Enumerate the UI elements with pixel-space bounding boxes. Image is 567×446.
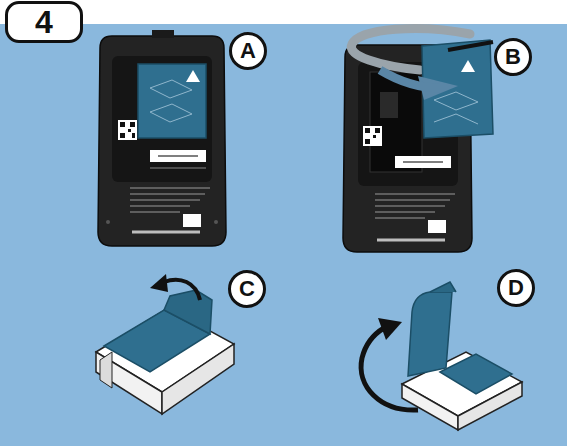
battery-d-part xyxy=(402,384,458,430)
battery-d xyxy=(402,282,522,430)
battery-cover-b-part xyxy=(434,92,478,124)
printer-back-b-part xyxy=(395,156,451,168)
rotation-arrow-shaft xyxy=(380,70,440,88)
printer-back-b-part xyxy=(380,92,398,118)
panel-background xyxy=(0,24,567,446)
lift-arrow-d-part xyxy=(378,318,402,340)
printer-back-b-part xyxy=(365,128,380,144)
printer-back-a-part xyxy=(98,36,226,246)
battery-c-part xyxy=(164,290,212,334)
lift-arrow-d xyxy=(361,318,418,410)
printer-back-a-part xyxy=(186,70,200,82)
printer-back-a-part xyxy=(150,168,206,169)
peel-arrow-c-part xyxy=(150,274,168,292)
printer-back-a-part xyxy=(152,30,174,38)
printer-back-a-part xyxy=(106,220,110,224)
printer-back-b-part xyxy=(363,126,382,146)
printer-back-a-part xyxy=(214,220,218,224)
battery-cover-b-part xyxy=(448,42,493,50)
callout-letter: D xyxy=(497,269,535,307)
printer-back-a-part xyxy=(120,122,135,138)
printer-back-a xyxy=(98,30,226,246)
callout-letter: A xyxy=(229,32,267,70)
printer-back-b-part xyxy=(428,220,446,233)
battery-cover-b-part xyxy=(461,60,475,72)
node-text: C xyxy=(239,278,255,300)
printer-back-a-part xyxy=(138,64,206,138)
lift-arrow-d-part xyxy=(361,328,418,410)
printer-back-a-part xyxy=(132,231,200,234)
battery-c xyxy=(96,290,234,414)
battery-d-part xyxy=(430,282,456,292)
battery-d-part xyxy=(408,292,452,376)
printer-back-b-part xyxy=(377,239,445,242)
node-text: 4 xyxy=(35,6,53,38)
battery-d-part xyxy=(440,354,512,394)
peel-arrow-c xyxy=(150,274,200,300)
printer-back-a-part xyxy=(150,150,206,162)
printer-back-a-part xyxy=(183,214,201,227)
printer-back-a-part xyxy=(118,120,137,140)
printer-back-b-part xyxy=(403,161,443,163)
printer-back-b-part xyxy=(375,194,455,218)
printer-back-a-part xyxy=(130,188,210,212)
peel-arrow-c-part xyxy=(164,280,200,300)
node-text: A xyxy=(240,40,256,62)
battery-c-part xyxy=(100,352,112,388)
callout-letter: B xyxy=(494,38,532,76)
node-text: B xyxy=(505,46,521,68)
printer-back-a-part xyxy=(158,155,198,157)
node-text: D xyxy=(508,277,524,299)
step-number: 4 xyxy=(5,1,83,43)
printer-back-a-part xyxy=(112,56,212,182)
printer-back-a-part xyxy=(150,80,192,122)
callout-letter: C xyxy=(228,270,266,308)
